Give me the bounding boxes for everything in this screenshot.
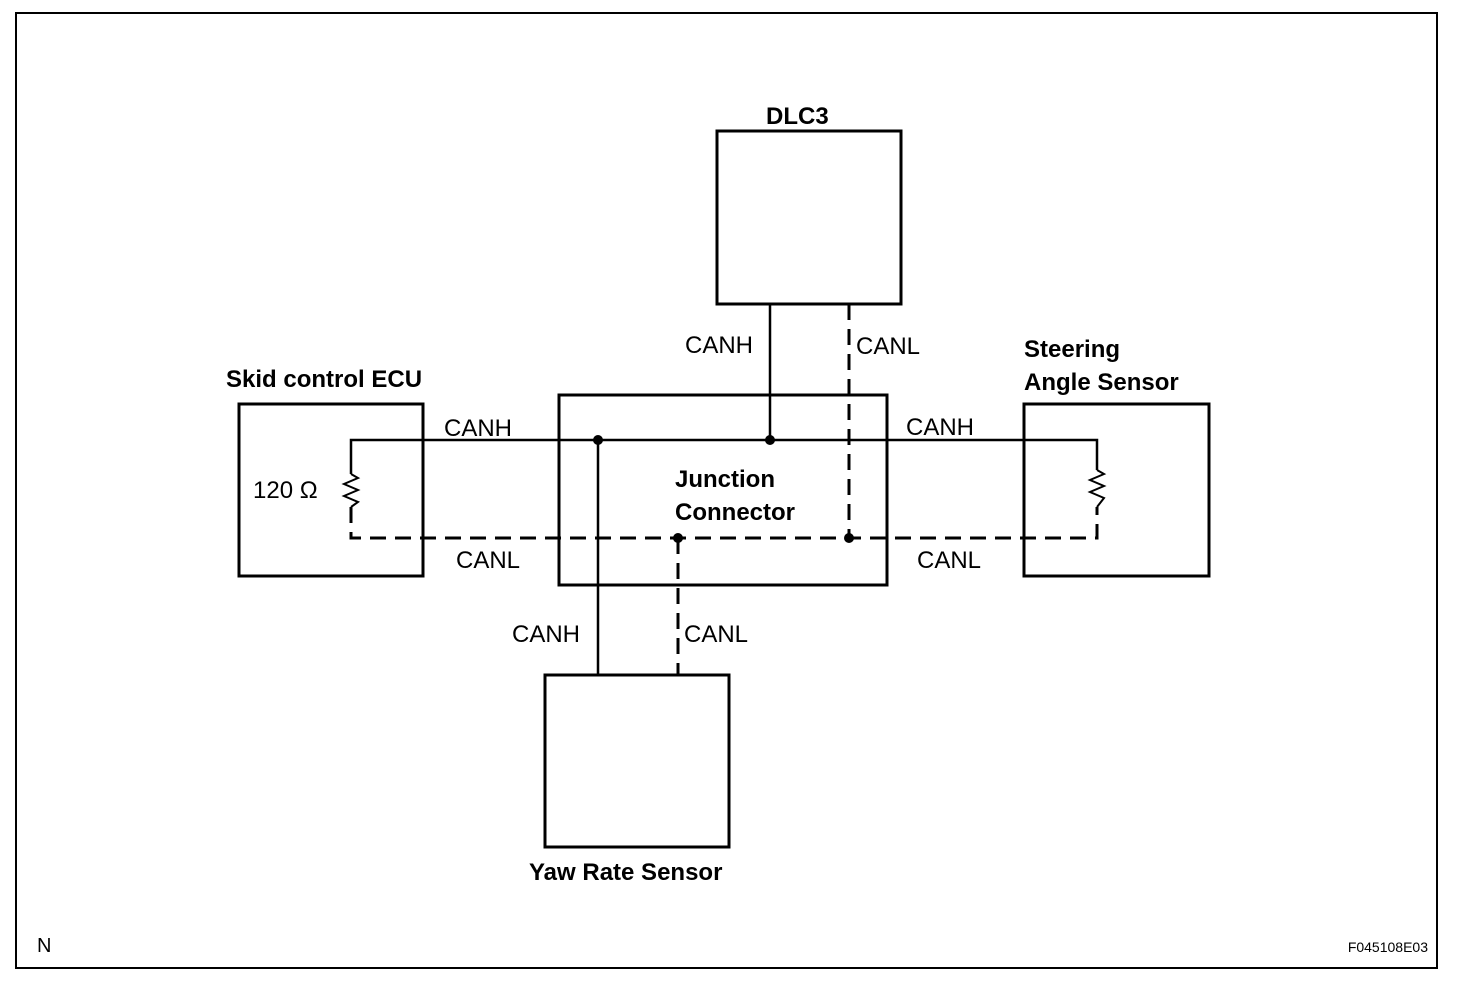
corner-mark-n: N bbox=[37, 935, 51, 957]
steering-label-line1: Steering bbox=[1024, 336, 1120, 363]
dlc3-box bbox=[715, 129, 903, 306]
figure-code: F045108E03 bbox=[1348, 939, 1428, 955]
canh-main-wire bbox=[349, 438, 1099, 474]
canl-main-wire bbox=[349, 507, 1099, 540]
dlc3-label: DLC3 bbox=[766, 103, 829, 130]
canl-ecu-label: CANL bbox=[456, 547, 520, 574]
canl-junction-dot-2 bbox=[844, 533, 854, 543]
junction-label-line1: Junction bbox=[675, 466, 775, 493]
canh-steering-label: CANH bbox=[906, 414, 974, 441]
skid-ecu-box bbox=[237, 402, 425, 578]
yaw-label: Yaw Rate Sensor bbox=[529, 859, 722, 886]
canh-junction-dot-2 bbox=[765, 435, 775, 445]
canh-ecu-label: CANH bbox=[444, 415, 512, 442]
skid-ecu-resistor-icon bbox=[341, 473, 361, 508]
canh-dlc3-label: CANH bbox=[685, 332, 753, 359]
yaw-sensor-box bbox=[543, 673, 731, 849]
canl-steering-label: CANL bbox=[917, 547, 981, 574]
figure-border bbox=[15, 12, 1438, 969]
canh-yaw-label: CANH bbox=[512, 621, 580, 648]
junction-connector-box bbox=[557, 393, 889, 587]
steering-sensor-box bbox=[1022, 402, 1211, 578]
canl-dlc3-label: CANL bbox=[856, 333, 920, 360]
canl-junction-dot-1 bbox=[673, 533, 683, 543]
skid-ecu-label: Skid control ECU bbox=[226, 366, 422, 393]
steering-label-line2: Angle Sensor bbox=[1024, 369, 1179, 396]
canh-junction-dot-1 bbox=[593, 435, 603, 445]
junction-label-line2: Connector bbox=[675, 499, 795, 526]
resistor-value-label: 120 Ω bbox=[253, 477, 318, 504]
canl-yaw-label: CANL bbox=[684, 621, 748, 648]
steering-resistor-icon bbox=[1087, 469, 1107, 508]
